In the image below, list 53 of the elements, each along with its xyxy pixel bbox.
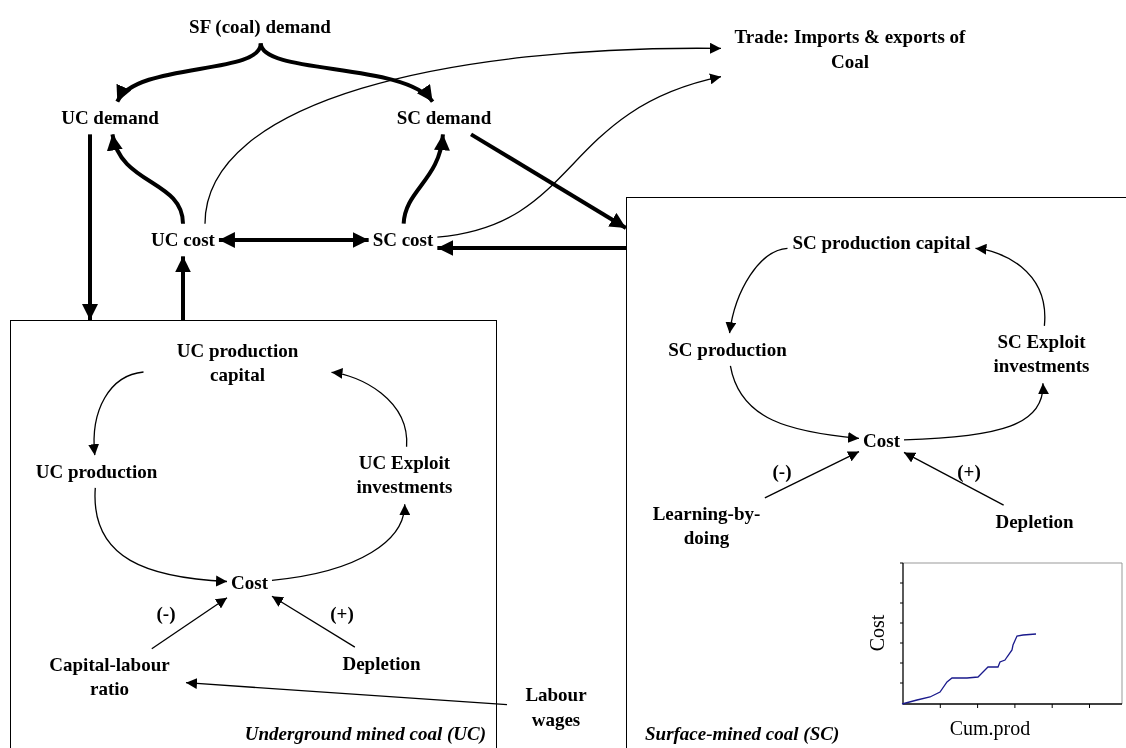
variable-label: Capital-labour ratio (37, 652, 182, 703)
arrow (271, 595, 356, 648)
arrow (115, 42, 263, 103)
arrow (82, 134, 98, 320)
arrow (401, 134, 449, 224)
variable-label: Trade: Imports & exports of Coal (725, 25, 975, 75)
variable-label: UC Exploit investments (329, 450, 480, 501)
variable-label: SC production capital (791, 230, 972, 255)
arrow (258, 42, 434, 104)
arrow (903, 382, 1048, 441)
variable-label: SF (coal) demand (189, 14, 331, 40)
arrow (729, 365, 860, 443)
variable-label: Labour wages (511, 683, 601, 733)
variable-label: UC cost (151, 227, 215, 253)
axis-label: Cost (865, 614, 889, 652)
arrow (151, 597, 228, 650)
variable-label: UC production (35, 459, 158, 484)
arrow (437, 240, 626, 256)
axis-label: Cum.prod (949, 716, 1031, 740)
group-box (10, 320, 497, 748)
variable-label: Depletion (342, 651, 421, 676)
variable-label: SC production (668, 337, 787, 362)
arrow (764, 450, 860, 499)
variable-label: UC demand (61, 105, 159, 131)
polarity-sign: (-) (772, 461, 792, 483)
polarity-sign: (+) (330, 603, 354, 625)
arrow (903, 451, 1005, 506)
variable-label: SC Exploit investments (976, 329, 1107, 380)
variable-label: Cost (231, 570, 268, 595)
arrow (185, 678, 508, 706)
arrow (204, 42, 722, 225)
group-box (626, 197, 1126, 748)
polarity-sign: (+) (957, 461, 981, 483)
arrow (330, 368, 408, 448)
arrow (725, 247, 789, 334)
arrow (108, 133, 185, 224)
arrow (175, 256, 191, 320)
arrow (88, 371, 145, 456)
arrow (94, 487, 228, 587)
arrow (271, 503, 410, 581)
arrow (436, 74, 722, 238)
arrow (470, 132, 628, 230)
variable-label: Depletion (995, 509, 1074, 534)
arrow (974, 244, 1046, 327)
variable-label: Learning-by-doing (646, 501, 767, 552)
variable-label: UC production capital (147, 338, 328, 389)
variable-label: SC demand (396, 105, 492, 131)
arrow (218, 232, 369, 248)
box-title: Surface-mined coal (SC) (645, 723, 840, 745)
box-title: Underground mined coal (UC) (244, 723, 486, 745)
polarity-sign: (-) (156, 603, 176, 625)
variable-label: SC cost (372, 227, 434, 253)
variable-label: Cost (863, 428, 900, 453)
